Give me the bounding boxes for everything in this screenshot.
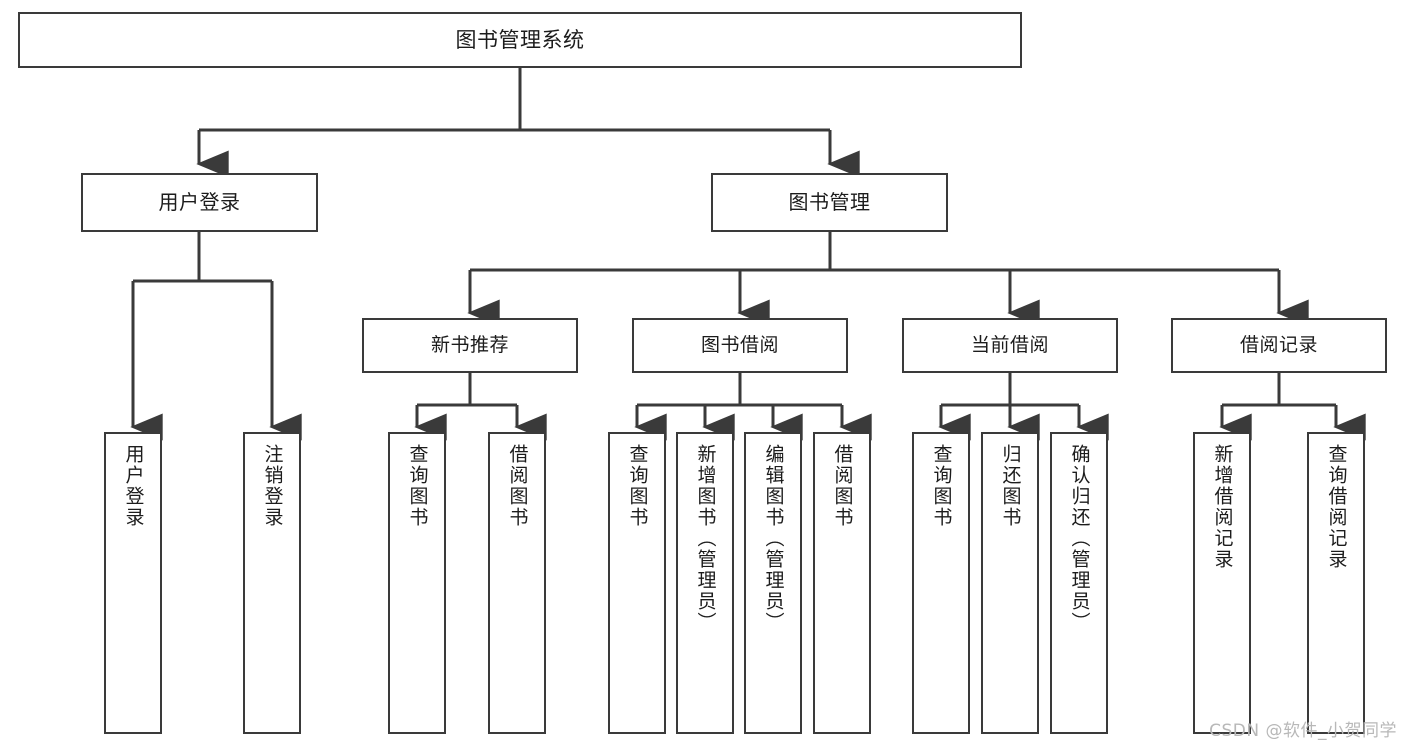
leaf-record-query-record[interactable]: 查询借阅记录 [1307,432,1365,734]
leaf-borrow-query-book[interactable]: 查询图书 [608,432,666,734]
node-label: 查询借阅记录 [1325,444,1348,570]
node-label: 查询图书 [930,444,953,528]
node-label: 图书管理 [788,189,871,214]
leaf-record-add-record[interactable]: 新增借阅记录 [1193,432,1251,734]
leaf-current-return-book[interactable]: 归还图书 [981,432,1039,734]
node-user-login[interactable]: 用户登录 [81,173,318,232]
leaf-borrow-edit-book-admin[interactable]: 编辑图书（管理员） [744,432,802,734]
node-label: 查询图书 [626,444,649,528]
node-label: 编辑图书（管理员） [762,444,785,633]
leaf-borrow-add-book-admin[interactable]: 新增图书（管理员） [676,432,734,734]
node-borrow-record[interactable]: 借阅记录 [1171,318,1387,373]
leaf-recommend-query-book[interactable]: 查询图书 [388,432,446,734]
node-label: 新增图书（管理员） [694,444,717,633]
node-root-library-system[interactable]: 图书管理系统 [18,12,1022,68]
node-label: 图书借阅 [700,334,779,357]
leaf-borrow-borrow-book[interactable]: 借阅图书 [813,432,871,734]
node-label: 确认归还（管理员） [1068,444,1091,633]
node-label: 查询图书 [406,444,429,528]
node-book-management[interactable]: 图书管理 [711,173,948,232]
leaf-current-confirm-return-admin[interactable]: 确认归还（管理员） [1050,432,1108,734]
node-label: 归还图书 [999,444,1022,528]
node-new-book-recommend[interactable]: 新书推荐 [362,318,578,373]
node-label: 图书管理系统 [455,27,585,52]
node-label: 新书推荐 [430,334,509,357]
node-label: 借阅图书 [831,444,854,528]
leaf-user-login-logout[interactable]: 注销登录 [243,432,301,734]
leaf-user-login-login[interactable]: 用户登录 [104,432,162,734]
node-label: 当前借阅 [970,334,1049,357]
node-book-borrow[interactable]: 图书借阅 [632,318,848,373]
node-label: 借阅记录 [1239,334,1318,357]
node-label: 新增借阅记录 [1211,444,1234,570]
leaf-current-query-book[interactable]: 查询图书 [912,432,970,734]
watermark-text: CSDN @软件_小贺同学 [1209,721,1397,741]
leaf-recommend-borrow-book[interactable]: 借阅图书 [488,432,546,734]
node-label: 借阅图书 [506,444,529,528]
node-label: 用户登录 [122,444,145,528]
node-current-borrow[interactable]: 当前借阅 [902,318,1118,373]
node-label: 注销登录 [261,444,284,528]
node-label: 用户登录 [158,189,241,214]
